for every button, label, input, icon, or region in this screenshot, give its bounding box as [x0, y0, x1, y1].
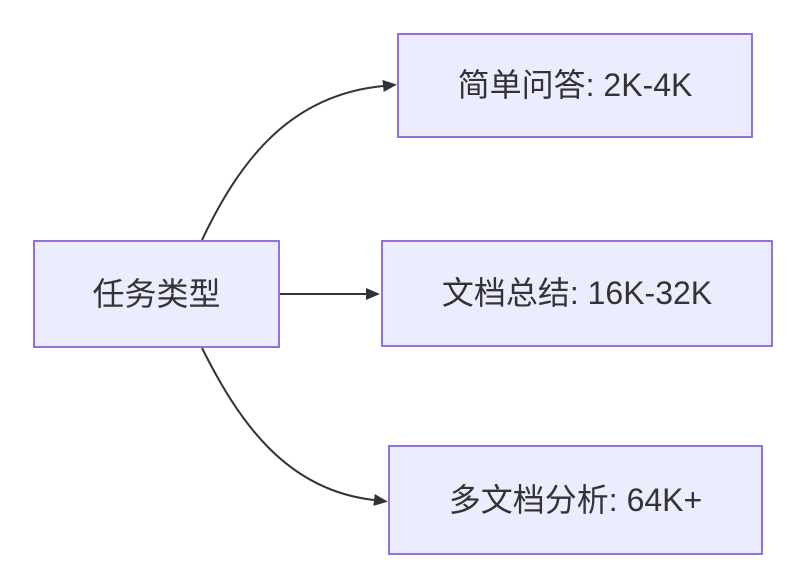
- node-doc-summary: 文档总结: 16K-32K: [381, 240, 773, 347]
- node-multi-doc-label: 多文档分析: 64K+: [448, 481, 703, 518]
- node-task-type: 任务类型: [33, 240, 280, 348]
- edge-task-type-to-multi-doc: [201, 347, 388, 506]
- node-simple-qa: 简单问答: 2K-4K: [397, 33, 753, 138]
- edge-task-type-to-simple-qa: [201, 80, 397, 241]
- node-doc-summary-label: 文档总结: 16K-32K: [441, 275, 713, 312]
- node-multi-doc: 多文档分析: 64K+: [388, 445, 763, 555]
- node-simple-qa-label: 简单问答: 2K-4K: [457, 67, 693, 104]
- node-task-type-label: 任务类型: [92, 275, 221, 312]
